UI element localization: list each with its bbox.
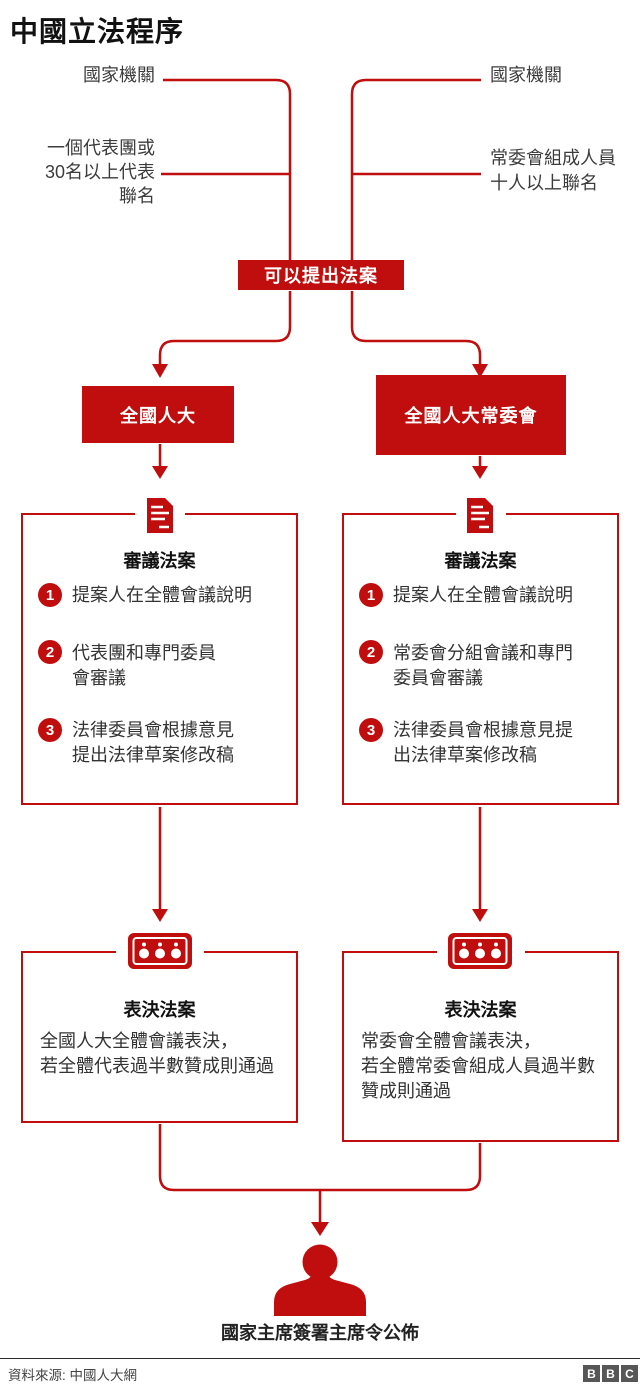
- arrowhead-icon: [152, 364, 168, 378]
- review-step-text: 常委會分組會議和專門委員會審議: [393, 643, 573, 688]
- arrowhead-icon: [311, 1222, 329, 1236]
- connector-left-top: [163, 78, 292, 260]
- left-vote-text: 全國人大全體會議表決，若全體代表過半數贊成則通過: [40, 1031, 274, 1076]
- step-badge: 1: [359, 583, 383, 607]
- review-step-text: 法律委員會根據意見提出法律草案修改稿: [72, 720, 234, 765]
- source-credit: 資料來源: 中國人大網: [8, 1368, 138, 1383]
- president-icon: [274, 1244, 366, 1316]
- review-step-text: 提案人在全體會議說明: [393, 585, 573, 605]
- arrowhead-icon: [152, 909, 168, 922]
- review-step-text: 代表團和專門委員會審議: [72, 643, 216, 688]
- left-vote-panel: [21, 951, 298, 1123]
- propose-bill-box: 可以提出法案: [238, 260, 404, 290]
- footer-divider: [0, 1358, 640, 1359]
- right-vote-heading: 表決法案: [444, 1000, 517, 1020]
- review-step-text: 法律委員會根據意見提出法律草案修改稿: [393, 720, 573, 765]
- step-badge: 3: [38, 718, 62, 742]
- bbc-logo-block: C: [621, 1365, 638, 1382]
- step-badge: 3: [359, 718, 383, 742]
- left-review-heading: 審議法案: [123, 551, 196, 571]
- connector-to-npcsc: [350, 291, 482, 365]
- bbc-logo-block: B: [602, 1365, 619, 1382]
- step-badge: 2: [38, 640, 62, 664]
- left-review-panel: [21, 513, 298, 805]
- final-step-caption: 國家主席簽署主席令公佈: [221, 1323, 419, 1343]
- npc-box: 全國人大: [82, 386, 234, 443]
- left-vote-heading: 表決法案: [123, 1000, 196, 1020]
- connector-right-top: [350, 78, 481, 260]
- right-vote-text: 常委會全體會議表決，若全體常委會組成人員過半數贊成則通過: [361, 1031, 595, 1101]
- review-step-text: 提案人在全體會議說明: [72, 585, 252, 605]
- right-review-heading: 審議法案: [444, 551, 517, 571]
- page-title: 中國立法程序: [10, 16, 185, 47]
- arrowhead-icon: [472, 909, 488, 922]
- right-proposer-note: 常委會組成人員十人以上聯名: [490, 148, 616, 193]
- bbc-logo-block: B: [583, 1365, 600, 1382]
- connector-to-npc: [158, 291, 292, 365]
- npc-standing-committee-box: 全國人大常委會: [376, 375, 566, 455]
- arrowhead-icon: [152, 466, 168, 479]
- step-badge: 2: [359, 640, 383, 664]
- right-review-panel: [342, 513, 619, 805]
- bbc-logo: B B C: [583, 1365, 638, 1382]
- left-origin-label: 國家機關: [83, 65, 155, 85]
- step-badge: 1: [38, 583, 62, 607]
- right-vote-panel: [342, 951, 619, 1142]
- right-origin-label: 國家機關: [490, 65, 562, 85]
- arrowhead-icon: [472, 466, 488, 479]
